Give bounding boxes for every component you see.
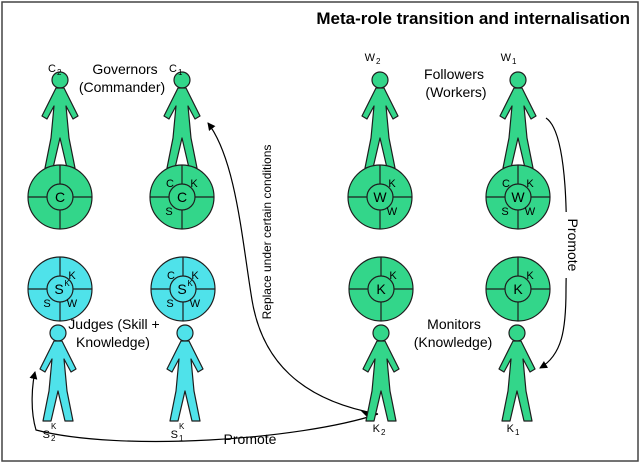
monitors-sublabel: (Knowledge)	[414, 334, 493, 350]
figure-label-subscript: 1	[515, 428, 520, 437]
circle-br-label: W	[190, 298, 201, 310]
circle-center-label: W	[373, 189, 387, 205]
promote-label-right: Promote	[565, 219, 581, 272]
replace-label: Replace under certain conditions	[260, 145, 274, 320]
person-sk1	[166, 324, 204, 422]
circle-tr-label: K	[526, 178, 534, 190]
circle-bl-label: S	[166, 298, 173, 310]
circle-center-label: S	[54, 281, 63, 297]
followers-label: Followers	[424, 66, 484, 82]
governors-sublabel: (Commander)	[79, 79, 165, 95]
monitors-label: Monitors	[427, 316, 481, 332]
person-k1	[498, 324, 536, 422]
figure-label-superscript: K	[51, 422, 57, 431]
circle-center-superscript: K	[187, 279, 193, 288]
person-w2	[361, 71, 399, 169]
followers-sublabel: (Workers)	[425, 84, 486, 100]
role-circle-fol-w2: KWW	[347, 164, 413, 230]
promote-arrow-right	[539, 117, 568, 369]
circle-tr-label: K	[526, 270, 534, 282]
figure-label-base: S	[43, 429, 50, 441]
circle-tr-label: K	[190, 178, 198, 190]
circle-bl-label: S	[501, 206, 508, 218]
circle-br-label: W	[387, 206, 398, 218]
figure-label-base: W	[501, 52, 512, 64]
circle-center-label: C	[55, 189, 65, 205]
person-c1	[163, 71, 201, 169]
figure-label-superscript: K	[179, 422, 185, 431]
role-circle-mon-k2: KK	[348, 256, 414, 322]
circle-center-label: S	[177, 281, 186, 297]
figure-label-subscript: 2	[57, 68, 62, 77]
figure-label-subscript: 2	[381, 428, 386, 437]
governors-label: Governors	[92, 61, 157, 77]
figure-label-sk2: SK 2	[43, 422, 57, 443]
role-circle-mon-k1: KK	[485, 256, 551, 322]
circle-bl-label: S	[43, 298, 50, 310]
figure-label-base: K	[373, 423, 381, 435]
figure-label-subscript: 1	[179, 434, 184, 443]
circle-tr-label: K	[191, 270, 199, 282]
circle-tl-label: C	[166, 178, 174, 190]
promote-label-bottom: Promote	[224, 431, 277, 447]
figure-label-base: C	[48, 63, 56, 75]
person-c2	[41, 71, 79, 169]
figure-label-base: C	[169, 63, 177, 75]
circle-center-label: K	[513, 281, 523, 297]
circle-bl-label: S	[165, 206, 172, 218]
person-w1	[499, 71, 537, 169]
judges-sublabel: Knowledge)	[76, 334, 150, 350]
circle-tr-label: K	[388, 178, 396, 190]
person-sk2	[39, 324, 77, 422]
promote-arrow-bottom	[29, 371, 379, 443]
figure-label-subscript: 1	[512, 57, 517, 66]
circle-br-label: W	[67, 298, 78, 310]
person-k2	[362, 324, 400, 422]
replace-arrow	[207, 122, 379, 415]
circle-center-label: K	[376, 281, 386, 297]
circle-tl-label: C	[167, 270, 175, 282]
circle-tr-label: K	[68, 270, 76, 282]
circle-br-label: W	[525, 206, 536, 218]
figure-label-subscript: 2	[376, 57, 381, 66]
figure-label-base: W	[365, 52, 376, 64]
diagram-title: Meta-role transition and internalisation	[316, 9, 630, 28]
promote-label-right-bg	[557, 212, 573, 278]
circle-center-label: W	[511, 189, 525, 205]
circle-center-label: C	[177, 189, 187, 205]
figure-label-subscript: 1	[178, 68, 183, 77]
circle-tr-label: K	[389, 270, 397, 282]
figure-label-subscript: 2	[51, 434, 56, 443]
role-circle-gov-c2: C	[27, 164, 93, 230]
judges-label: Judges (Skill +	[68, 316, 159, 332]
circle-tl-label: C	[502, 178, 510, 190]
figure-label-sk1: SK 1	[171, 422, 185, 443]
circle-center-superscript: K	[64, 279, 70, 288]
figure-label-base: K	[507, 423, 515, 435]
figure-label-base: S	[171, 429, 178, 441]
